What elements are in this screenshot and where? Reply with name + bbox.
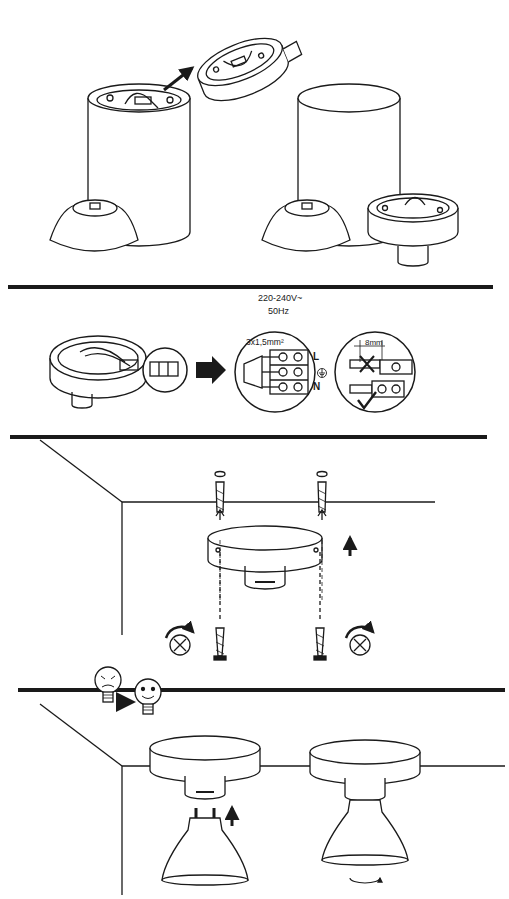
- spec-label: 3x1,5mm²: [246, 338, 284, 347]
- spec-label: L: [313, 352, 319, 362]
- dome-cap-left: [50, 200, 138, 251]
- bulb-icons: [95, 667, 161, 714]
- insert-arrow: [231, 808, 234, 826]
- divider: [8, 285, 493, 289]
- mount-base-upright: [368, 194, 458, 266]
- divider: [10, 435, 487, 439]
- strip-circle: [335, 332, 415, 412]
- screws: [214, 628, 326, 660]
- divider: [18, 688, 505, 692]
- wiring-circle: [235, 332, 315, 412]
- mount-base-tilted: [192, 23, 309, 111]
- spec-label: N: [313, 382, 320, 392]
- mount-plate: [208, 526, 322, 589]
- lift-arrow: [349, 538, 352, 556]
- junction-box: [50, 336, 146, 408]
- terminal-detail-small: [150, 362, 178, 376]
- ceiling-corner: [40, 704, 505, 895]
- ceiling-corner: [40, 440, 435, 635]
- guide-lines: [220, 552, 320, 620]
- detail-circle: [143, 348, 187, 392]
- move-arrow: [164, 68, 192, 90]
- terminal-block: [244, 350, 308, 394]
- lamp-right: [310, 740, 420, 883]
- strip-length-detail: [350, 340, 412, 408]
- lamp-left: [150, 736, 260, 885]
- spec-label: 50Hz: [268, 307, 289, 316]
- spec-label: 8mm: [365, 339, 383, 347]
- guide-lines: [220, 540, 322, 600]
- screwdriver-rotate: [166, 627, 373, 655]
- spec-label: 220-240V~: [258, 294, 302, 303]
- washers-dowels: [215, 472, 327, 521]
- dome-cap-right: [262, 200, 350, 251]
- earth-symbol: [318, 369, 327, 378]
- detail-arrow: [196, 356, 226, 384]
